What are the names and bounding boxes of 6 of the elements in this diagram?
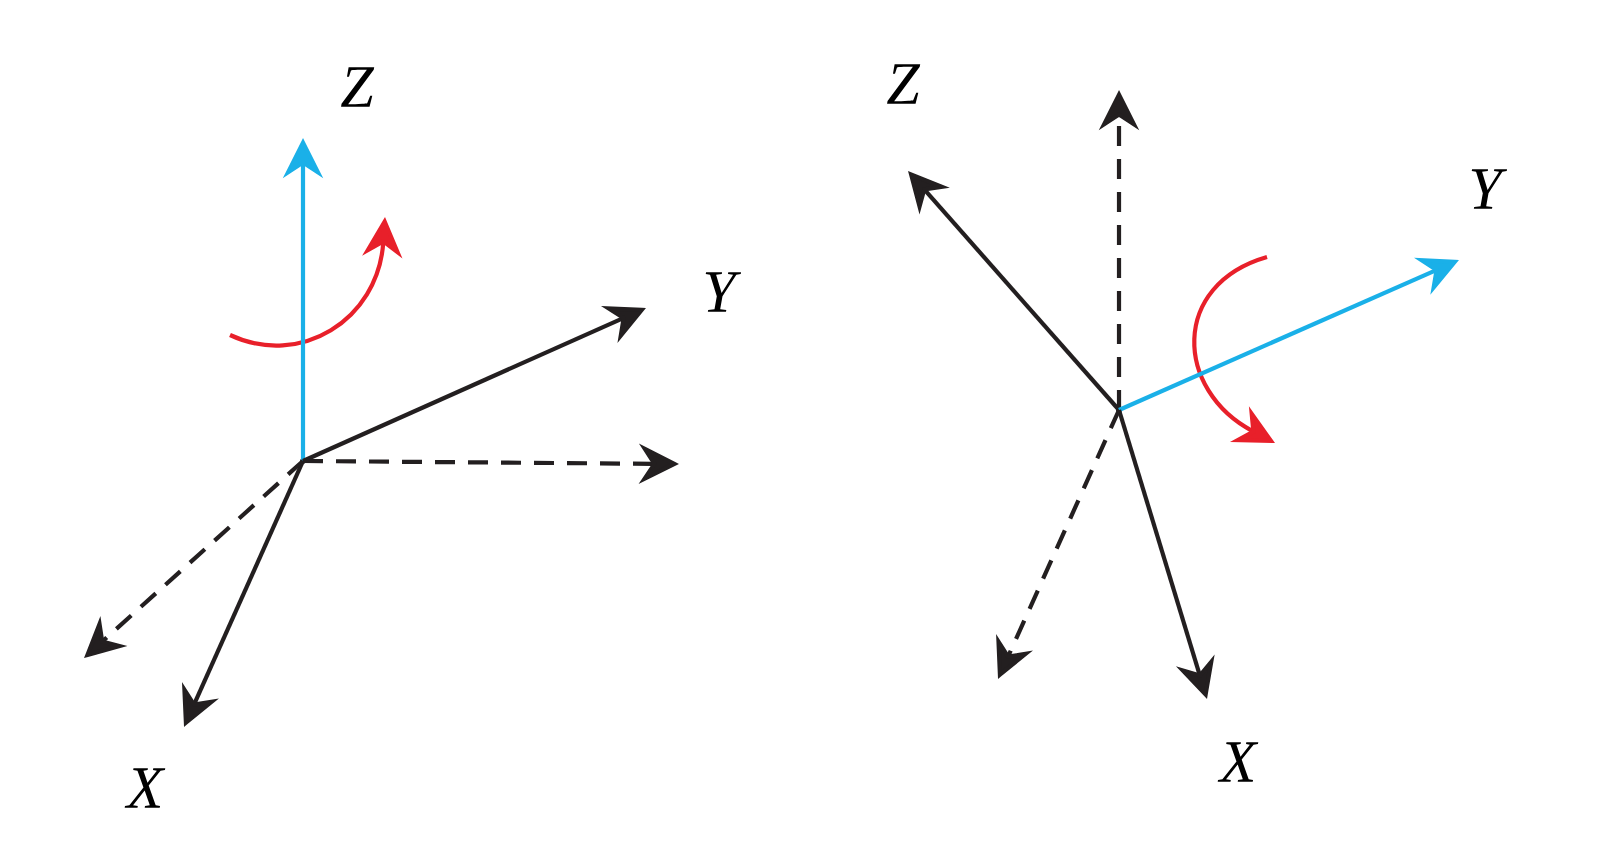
axis-label: Z: [341, 67, 375, 107]
axis-label: X: [1217, 742, 1259, 782]
axis-label: Z: [887, 64, 921, 104]
axis-label: X: [124, 768, 166, 808]
axis-label: Y: [1471, 169, 1508, 209]
axis-label: Y: [705, 272, 742, 312]
